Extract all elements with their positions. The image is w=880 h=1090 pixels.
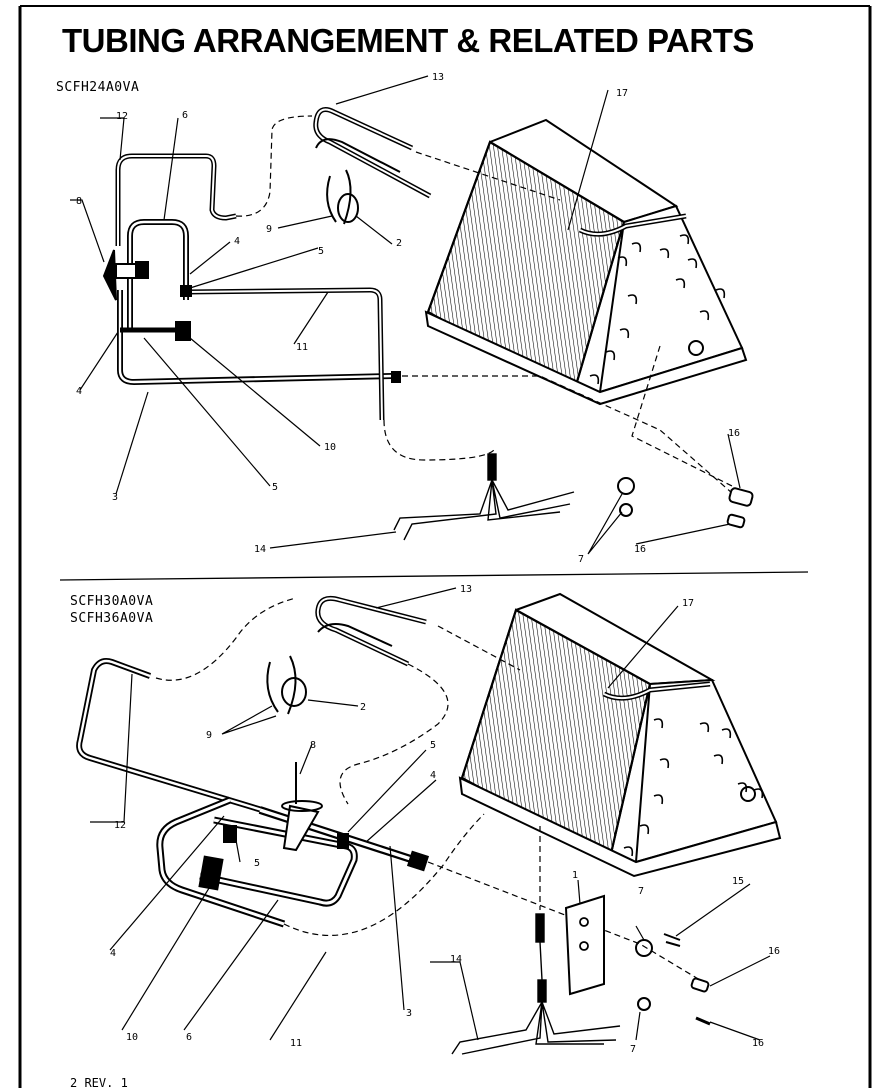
callout-5: 5 [430,740,436,751]
callout-14: 14 [450,954,462,965]
callout-10: 10 [324,442,336,453]
tubing-assembly-a [102,153,401,421]
callout-5: 5 [272,482,278,493]
leader-lines-b [90,587,771,1041]
clamp-assembly-a [326,169,359,225]
callout-7: 7 [638,886,644,897]
callout-8: 8 [76,196,82,207]
callouts-b: 13 17 2 9 8 5 4 12 5 1 7 15 16 4 14 3 10… [110,584,780,1055]
page-frame [18,5,872,1088]
callouts-a: 13 17 12 6 8 9 2 4 5 11 4 10 5 3 16 16 7… [76,72,740,565]
dashed-routing-b [155,597,701,981]
dashed-routing-a [235,115,741,501]
callout-7: 7 [578,554,584,565]
callout-4: 4 [76,386,82,397]
tubing-12-b [76,658,263,813]
callout-11: 11 [296,342,308,353]
callout-2: 2 [396,238,402,249]
callout-6: 6 [182,110,188,121]
evaporator-coil-a [424,118,748,406]
callout-3: 3 [112,492,118,503]
callout-16: 16 [768,946,780,957]
mounting-bracket-1 [564,894,605,996]
callout-3: 3 [406,1008,412,1019]
callout-4: 4 [110,948,116,959]
capillary-tubes-a [393,453,575,541]
callout-5: 5 [318,246,324,257]
section-a-drawing [102,107,754,541]
section-b-drawing [76,592,782,1055]
callout-1: 1 [572,870,578,881]
flare-nuts-b [635,933,711,1026]
page-title: TUBING ARRANGEMENT & RELATED PARTS [62,22,754,59]
callout-7: 7 [630,1044,636,1055]
tubing-assembly-b [156,762,430,928]
callout-6: 6 [186,1032,192,1043]
callout-2: 2 [360,702,366,713]
callout-13: 13 [460,584,472,595]
callout-12: 12 [114,820,126,831]
clamp-assembly-b [266,655,307,715]
page-footer: 2 REV. 1 [70,1076,128,1090]
callout-12: 12 [116,111,128,122]
callout-16: 16 [634,544,646,555]
callout-8: 8 [310,740,316,751]
callout-14: 14 [254,544,266,555]
model-label-scfh24a0va: SCFH24A0VA [56,80,140,95]
evaporator-coil-b [458,592,782,878]
flare-nuts-a [617,477,754,529]
callout-9: 9 [206,730,212,741]
callout-13: 13 [432,72,444,83]
model-label-scfh36a0va: SCFH36A0VA [70,611,154,626]
callout-15: 15 [732,876,744,887]
return-bend-13-a [313,107,432,199]
capillary-tubes-b [451,913,621,1055]
callout-10: 10 [126,1032,138,1043]
callout-4: 4 [430,770,436,781]
model-label-scfh30a0va: SCFH30A0VA [70,594,154,609]
leader-lines-a [70,75,741,555]
callout-17: 17 [616,88,628,99]
callout-11: 11 [290,1038,302,1049]
callout-17: 17 [682,598,694,609]
callout-4: 4 [234,236,240,247]
callout-9: 9 [266,224,272,235]
section-divider [59,571,809,581]
callout-5: 5 [254,858,260,869]
callout-16: 16 [752,1038,764,1049]
callout-16: 16 [728,428,740,439]
